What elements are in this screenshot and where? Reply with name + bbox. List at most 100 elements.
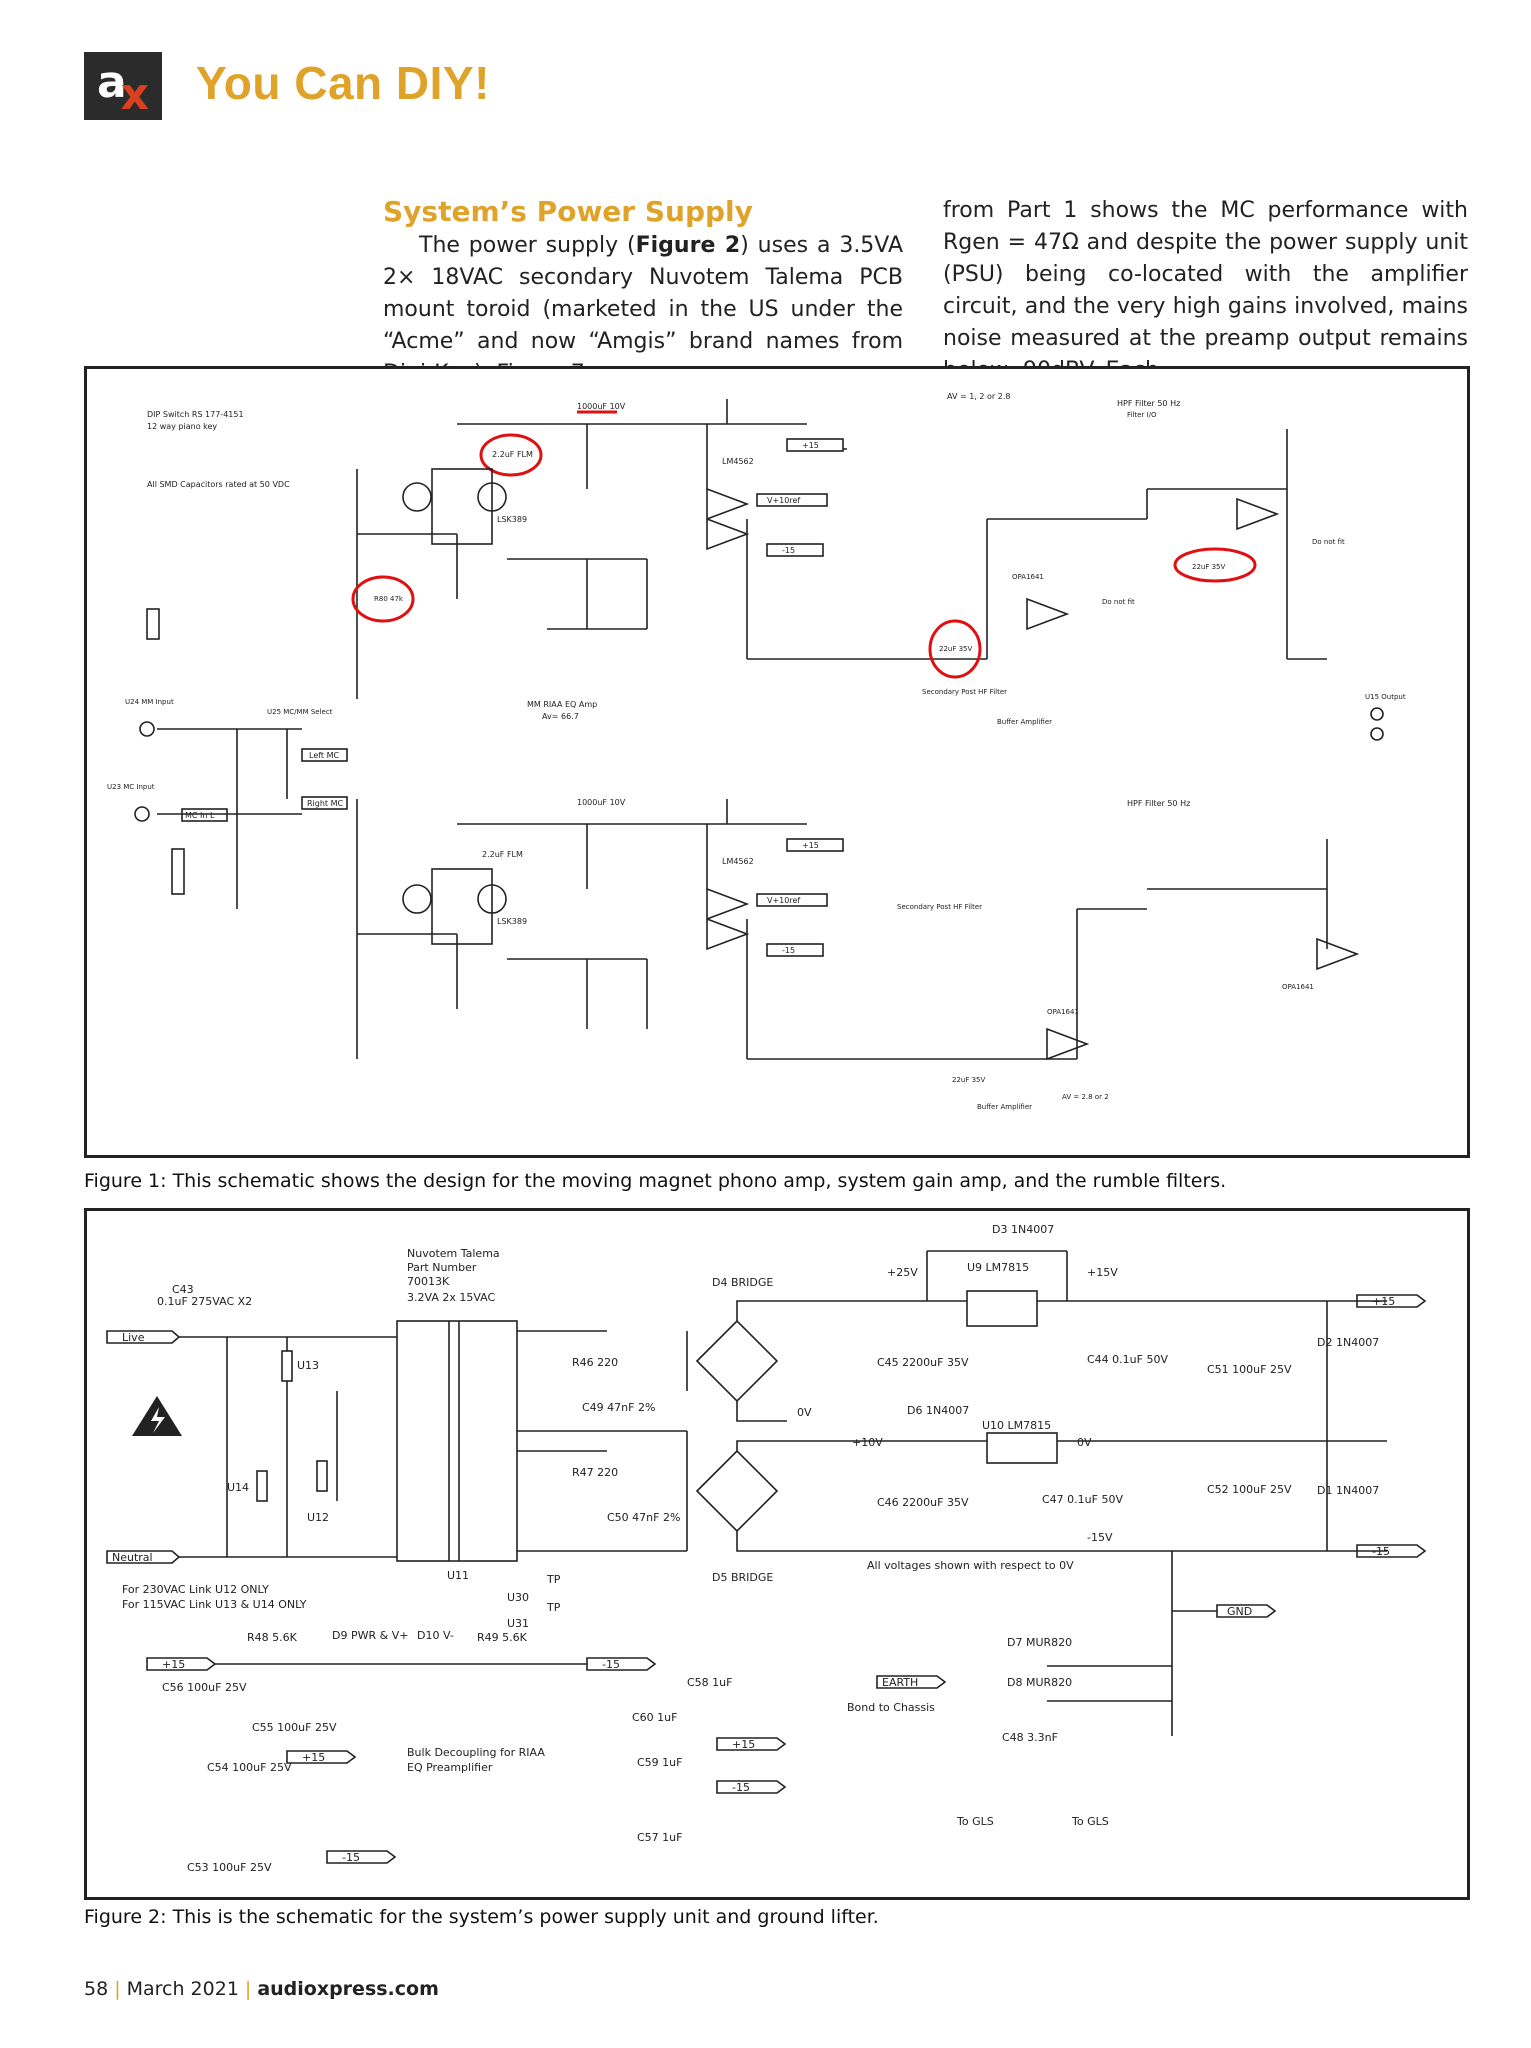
u18-label: OPA1641 [1047, 1008, 1079, 1016]
wire [356, 799, 1328, 1060]
sec-post-bot-label: Secondary Post HF Filter [897, 903, 982, 911]
u11-label: U11 [447, 1569, 469, 1582]
d6-label: D6 1N4007 [907, 1404, 969, 1417]
v10ref-text: V+10ref [767, 896, 800, 905]
c58-label: C58 1uF [687, 1676, 732, 1689]
dip-label: DIP Switch RS 177-4151 [147, 410, 244, 419]
xfmr-line-3: 70013K [407, 1275, 450, 1288]
piano-label: 12 way piano key [147, 422, 217, 431]
minus15-port [766, 943, 824, 957]
c55-label: C55 100uF 25V [252, 1721, 337, 1734]
u13-label: U13 [297, 1359, 319, 1372]
u13-link [281, 1350, 293, 1382]
plus15-port [1356, 1294, 1427, 1308]
xfmr-line-2: Part Number [407, 1261, 477, 1274]
plus15-text: +15 [732, 1738, 755, 1751]
u24-label: U24 MM Input [125, 698, 174, 706]
gnd-text: GND [1227, 1605, 1252, 1618]
d8-label: D8 MUR820 [1007, 1676, 1072, 1689]
c43-value: 0.1uF 275VAC X2 [157, 1295, 252, 1308]
wire [356, 469, 917, 699]
u26-label: LM4562 [722, 457, 754, 466]
donotfit-label-2: Do not fit [1312, 538, 1345, 546]
mc-in-r-port [171, 848, 185, 895]
minus15-port [766, 543, 824, 557]
bridge-d5 [695, 1449, 779, 1533]
plus15-text: +15 [162, 1658, 185, 1671]
wire [1047, 1551, 1217, 1736]
minus15-port [1356, 1544, 1427, 1558]
c45-label: C45 2200uF 35V [877, 1356, 969, 1369]
u12-link [316, 1460, 328, 1492]
filter-io-label: Filter I/O [1127, 411, 1157, 419]
wire [457, 799, 807, 889]
r46-label: R46 220 [572, 1356, 618, 1369]
minus15-text: -15 [782, 946, 795, 955]
c76-label: 2.2uF FLM [482, 850, 523, 859]
av-bot-label: AV = 2.8 or 2 [1062, 1093, 1109, 1101]
u9-label: U9 LM7815 [967, 1261, 1029, 1274]
jfet-pair [431, 468, 493, 545]
text-run: The power supply ( [419, 233, 636, 258]
transformer [396, 1320, 518, 1562]
c43-label: C43 [172, 1283, 194, 1296]
u20-label: LSK389 [497, 917, 527, 926]
paragraph: from Part 1 shows the MC performance wit… [943, 198, 1468, 383]
c54-label: C54 100uF 25V [207, 1761, 292, 1774]
c62-label: 22uF 35V [939, 645, 973, 653]
u14-link [256, 1470, 268, 1502]
gnd-port [1216, 1604, 1277, 1618]
highlight-circle [351, 575, 415, 623]
tp-label-2: TP [546, 1601, 561, 1614]
issue-date: March 2021 [126, 1978, 239, 2000]
c50-label: C50 47nF 2% [607, 1511, 680, 1524]
jfet-pair [431, 868, 493, 945]
plus15-text: +15 [802, 441, 819, 450]
figure-ref: Figure 2 [635, 233, 741, 258]
minus15-text: -15 [732, 1781, 750, 1794]
minus15-text: -15 [1372, 1545, 1390, 1558]
c88-label: 1000uF 10V [577, 402, 626, 411]
d10-label: D10 V- [417, 1629, 454, 1642]
c81-label: 22uF 35V [1192, 563, 1226, 571]
earth-port [876, 1675, 947, 1689]
d3-label: D3 1N4007 [992, 1223, 1054, 1236]
highlight-circle [928, 619, 982, 679]
right-mc-text: Right MC [307, 799, 344, 808]
wire [517, 1330, 688, 1552]
right-mc-port [301, 796, 348, 810]
opamp-symbol [706, 887, 750, 951]
plus15-port [716, 1737, 787, 1751]
buffer-bot-label: Buffer Amplifier [977, 1103, 1032, 1111]
d1-label: D1 1N4007 [1317, 1484, 1379, 1497]
page-footer: 58|March 2021|audioxpress.com [84, 1978, 439, 2000]
av-riaa-label: Av= 66.7 [542, 712, 579, 721]
wire [157, 728, 302, 909]
bulk-note-2: EQ Preamplifier [407, 1761, 493, 1774]
figure-2-schematic: C43 0.1uF 275VAC X2 Live Neutral U13 U14… [84, 1208, 1470, 1900]
plus25-label: +25V [887, 1266, 918, 1279]
u27-label: OPA1641 [1012, 573, 1044, 581]
c60-label: C60 1uF [632, 1711, 677, 1724]
r49-label: R49 5.6K [477, 1631, 528, 1644]
v10ref-text: V+10ref [767, 496, 800, 505]
c90-label: 2.2uF FLM [492, 450, 533, 459]
d9-label: D9 PWR & V+ [332, 1629, 408, 1642]
togls-label-2: To GLS [1071, 1815, 1109, 1828]
minus15-text: -15 [342, 1851, 360, 1864]
all-volts-note: All voltages shown with respect to 0V [867, 1559, 1074, 1572]
section-heading: System’s Power Supply [383, 195, 753, 228]
zero-label: 0V [797, 1406, 812, 1419]
mm-riaa-label: MM RIAA EQ Amp [527, 700, 597, 709]
c56-label: C56 100uF 25V [162, 1681, 247, 1694]
plus15-text: +15 [802, 841, 819, 850]
tp-label: TP [546, 1573, 561, 1586]
neutral-port [106, 1550, 181, 1564]
mc-in-l-text: MC In L [185, 811, 215, 820]
c44-label: C44 0.1uF 50V [1087, 1353, 1168, 1366]
opamp-symbol [1046, 937, 1360, 1061]
article-column-1: System’s Power Supply The power supply (… [383, 195, 903, 390]
left-mc-text: Left MC [309, 751, 339, 760]
c46-label: C46 2200uF 35V [877, 1496, 969, 1509]
bridge-d4 [695, 1319, 779, 1403]
